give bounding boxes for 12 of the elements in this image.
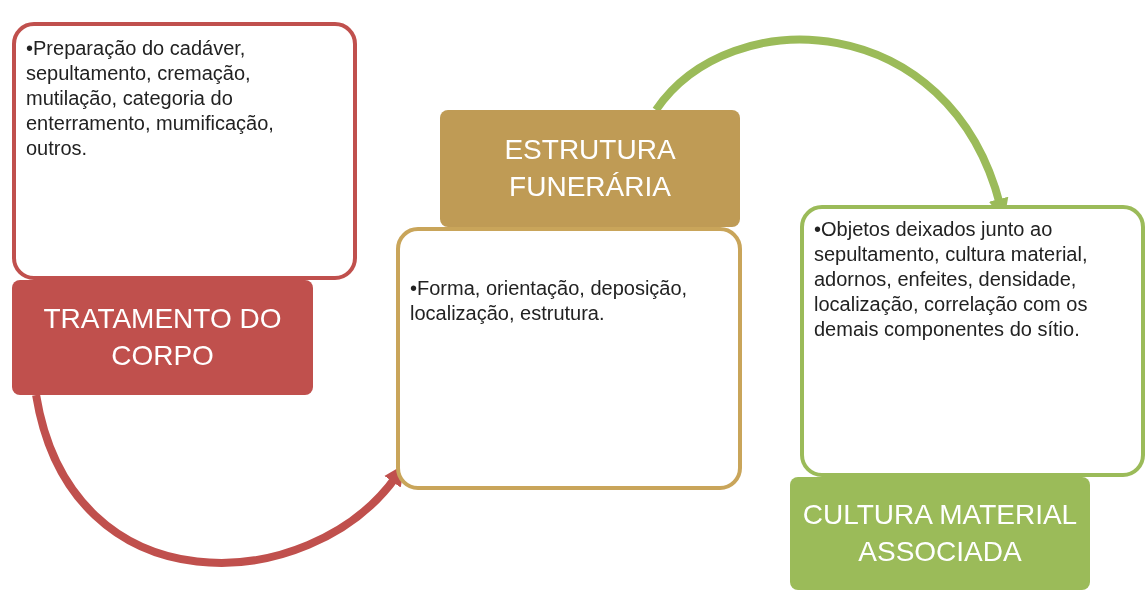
content-box bbox=[12, 22, 357, 280]
title-text: ESTRUTURA FUNERÁRIA bbox=[503, 133, 677, 204]
bullet-text: •Preparação do cadáver, sepultamento, cremação, mutilação, categoria do enterramento, mumificação, outros. bbox=[26, 36, 275, 161]
content-box bbox=[396, 227, 742, 490]
title-text: CULTURA MATERIAL ASSOCIADA bbox=[801, 498, 1079, 569]
title-box bbox=[12, 280, 313, 395]
title-box bbox=[790, 477, 1090, 590]
bullet-text: •Forma, orientação, deposição, localização, estrutura. bbox=[410, 276, 689, 326]
content-box bbox=[800, 205, 1145, 477]
title-text: TRATAMENTO DO CORPO bbox=[42, 302, 283, 373]
title-box bbox=[440, 110, 740, 227]
bullet-text: •Objetos deixados junto ao sepultamento, cultura material, adornos, enfeites, densidade, localização, correlação com os demais componentes do sítio. bbox=[814, 217, 1089, 342]
